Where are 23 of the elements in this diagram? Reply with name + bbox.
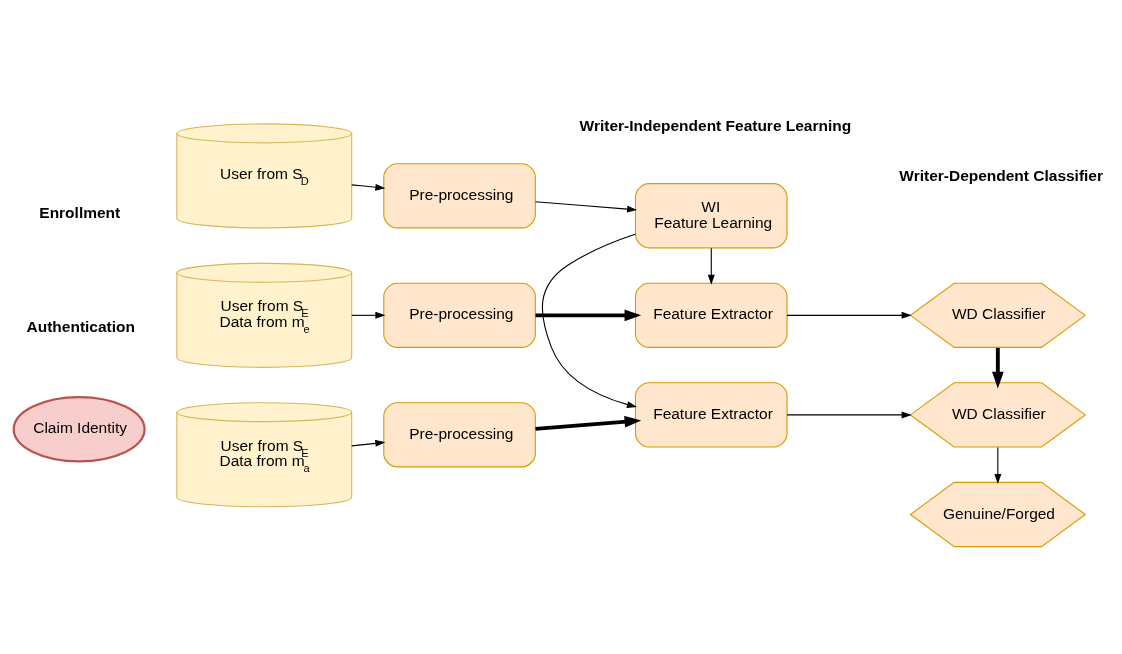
node-box: Pre-processing	[383, 162, 536, 228]
arrow	[786, 311, 912, 319]
node-box: Pre-processing	[383, 282, 536, 348]
node-box: WI Feature Learning	[634, 182, 788, 248]
arrow	[707, 247, 715, 285]
node-box: Pre-processing	[383, 401, 536, 467]
arrow	[994, 446, 1002, 484]
label: Writer-Independent Feature Learning	[579, 116, 852, 134]
arrow	[535, 309, 642, 321]
arrow	[351, 439, 386, 447]
label: Authentication	[26, 317, 135, 335]
arrow	[535, 415, 642, 431]
node-box: Feature Extractor	[634, 381, 788, 448]
arrow	[786, 410, 912, 418]
label: Writer-Dependent Classifier	[899, 166, 1104, 184]
arrow	[534, 200, 638, 213]
arrow	[541, 233, 637, 408]
label: Enrollment	[39, 203, 121, 221]
arrow	[351, 183, 386, 191]
node-box: Feature Extractor	[634, 282, 788, 348]
node-ellipse: Claim Identity	[12, 395, 146, 462]
arrow	[992, 347, 1004, 388]
arrow	[351, 311, 386, 319]
